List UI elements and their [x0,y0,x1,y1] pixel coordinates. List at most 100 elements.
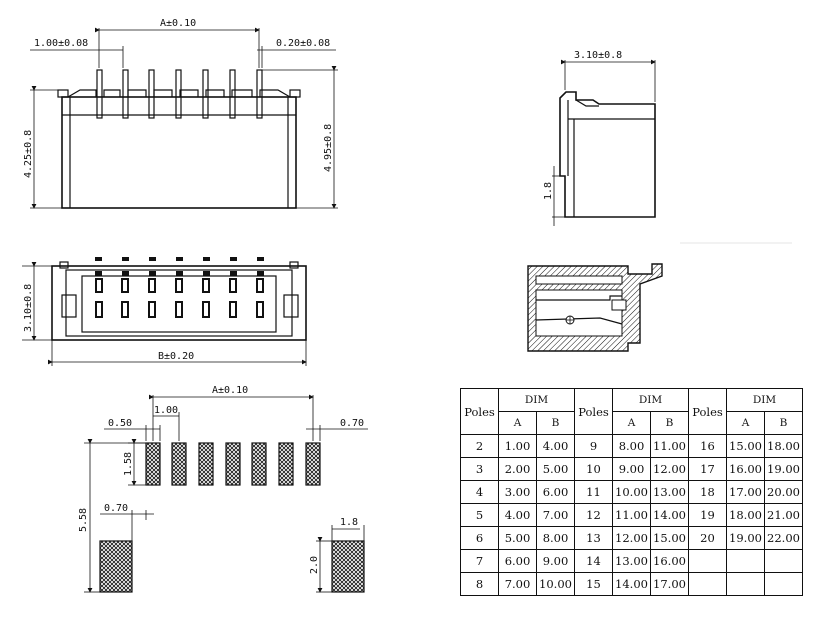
table-cell: 16 [688,434,727,458]
table-cell [688,572,727,596]
side-dim-small: 1.8 [543,182,554,200]
table-cell: 17.00 [726,480,765,504]
dimension-table: Poles DIM Poles DIM Poles DIM A B A B A … [460,388,803,596]
table-cell: 7.00 [498,572,537,596]
table-cell: 13.00 [612,549,651,573]
table-cell: 21.00 [764,503,803,527]
table-cell: 9.00 [612,457,651,481]
side-view: 3.10±0.8 1.8 [543,50,792,244]
table-row: 6 5.00 8.00 13 12.00 15.00 20 19.00 22.0… [460,526,803,550]
table-cell: 8.00 [536,526,575,550]
fp-dim-pitch: 1.00 [154,405,178,416]
table-cell: 14.00 [612,572,651,596]
table-cell: 3.00 [498,480,537,504]
left-anchor-pad [99,540,133,593]
table-cell: 2 [460,434,499,458]
table-cell: 17.00 [650,572,689,596]
table-cell: 15 [574,572,613,596]
table-row: 3 2.00 5.00 10 9.00 12.00 17 16.00 19.00 [460,457,803,481]
top-dim-b: B±0.20 [158,351,194,362]
table-cell: 6 [460,526,499,550]
top-upper-contacts [95,271,264,276]
dim-header-3: DIM [726,388,803,412]
col-b-header: B [764,411,803,435]
table-cell: 19 [688,503,727,527]
table-row: 8 7.00 10.00 15 14.00 17.00 [460,572,803,596]
table-cell: 4.00 [498,503,537,527]
fp-dim-anchor-height: 2.0 [309,556,320,574]
table-cell [764,549,803,573]
table-cell: 6.00 [498,549,537,573]
poles-header-2: Poles [574,388,613,435]
table-cell: 9.00 [536,549,575,573]
table-cell: 7 [460,549,499,573]
front-dim-left-height: 4.25±0.8 [23,130,34,178]
table-cell: 12 [574,503,613,527]
col-b-header: B [650,411,689,435]
dim-header-1: DIM [498,388,575,412]
table-cell: 11 [574,480,613,504]
fp-dim-total: 5.58 [78,508,89,532]
table-row: 5 4.00 7.00 12 11.00 14.00 19 18.00 21.0… [460,503,803,527]
poles-header-1: Poles [460,388,499,435]
table-cell: 5 [460,503,499,527]
pcb-footprint: A±0.10 1.00 0.50 0.70 1.58 5.58 0.70 1.8 [78,385,368,593]
col-b-header: B [536,411,575,435]
front-dim-pitch: 1.00±0.08 [34,38,88,49]
table-row: 7 6.00 9.00 14 13.00 16.00 [460,549,803,573]
top-cavities-row2 [95,301,264,318]
table-cell: 10.00 [536,572,575,596]
front-dim-pin-width: 0.20±0.08 [276,38,330,49]
table-cell: 19.00 [764,457,803,481]
table-cell: 1.00 [498,434,537,458]
dim-header-2: DIM [612,388,689,412]
table-cell: 14 [574,549,613,573]
table-cell: 10.00 [612,480,651,504]
table-cell: 13.00 [650,480,689,504]
table-cell: 2.00 [498,457,537,481]
top-cavities-row1 [95,278,264,293]
col-a-header: A [726,411,765,435]
side-dim-width: 3.10±0.8 [574,50,622,61]
table-cell: 7.00 [536,503,575,527]
table-cell: 8.00 [612,434,651,458]
table-cell: 19.00 [726,526,765,550]
table-cell: 17 [688,457,727,481]
fp-dim-anchor-right: 1.8 [340,517,358,528]
table-cell: 11.00 [612,503,651,527]
fp-dim-anchor-width: 0.70 [104,503,128,514]
table-cell: 9 [574,434,613,458]
table-cell: 15.00 [726,434,765,458]
table-row: 2 1.00 4.00 9 8.00 11.00 16 15.00 18.00 [460,434,803,458]
table-cell [726,549,765,573]
table-cell: 12.00 [650,457,689,481]
table-cell: 18.00 [726,503,765,527]
table-cell: 14.00 [650,503,689,527]
table-cell: 15.00 [650,526,689,550]
section-view [527,263,663,352]
top-view: 3.10±0.8 B±0.20 [22,257,307,366]
top-dim-height: 3.10±0.8 [23,284,34,332]
table-cell: 20 [688,526,727,550]
table-cell: 22.00 [764,526,803,550]
table-cell: 8 [460,572,499,596]
table-cell: 16.00 [650,549,689,573]
table-cell: 11.00 [650,434,689,458]
fp-dim-pad-width: 0.50 [108,418,132,429]
col-a-header: A [498,411,537,435]
table-cell: 5.00 [536,457,575,481]
table-cell: 5.00 [498,526,537,550]
table-cell [726,572,765,596]
signal-pads [145,442,321,486]
table-cell: 3 [460,457,499,481]
table-cell: 20.00 [764,480,803,504]
table-cell: 16.00 [726,457,765,481]
table-cell: 10 [574,457,613,481]
front-dim-right-height: 4.95±0.8 [323,124,334,172]
table-cell: 12.00 [612,526,651,550]
front-dim-a: A±0.10 [160,18,196,29]
right-anchor-pad [331,540,365,593]
table-row: 4 3.00 6.00 11 10.00 13.00 18 17.00 20.0… [460,480,803,504]
col-a-header: A [612,411,651,435]
front-view: A±0.10 1.00±0.08 0.20±0.08 4.25±0.8 4.95… [23,18,338,209]
